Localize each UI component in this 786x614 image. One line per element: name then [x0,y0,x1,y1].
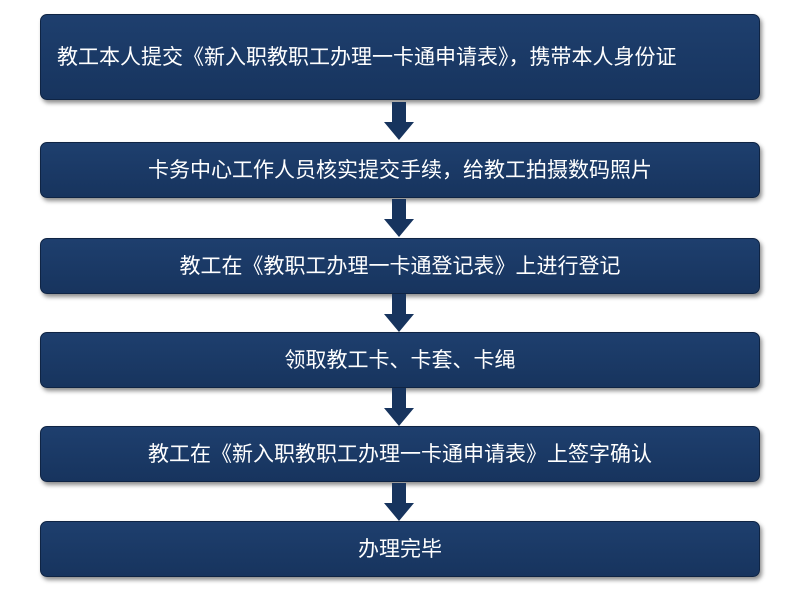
arrow-down-icon [384,199,414,237]
arrow-down-icon [384,483,414,521]
step-5-label: 教工在《新入职教职工办理一卡通申请表》上签字确认 [148,442,652,466]
step-6-label: 办理完毕 [358,537,442,561]
step-6-box: 办理完毕 [40,521,760,577]
arrow-down-icon [384,388,414,426]
step-2-label: 卡务中心工作人员核实提交手续，给教工拍摄数码照片 [148,158,652,182]
step-1-label: 教工本人提交《新入职教职工办理一卡通申请表》，携带本人身份证 [57,45,677,69]
step-3-label: 教工在《教职工办理一卡通登记表》上进行登记 [179,254,621,278]
step-4-box: 领取教工卡、卡套、卡绳 [40,332,760,388]
step-1-box: 教工本人提交《新入职教职工办理一卡通申请表》，携带本人身份证 [40,14,760,100]
step-3-box: 教工在《教职工办理一卡通登记表》上进行登记 [40,238,760,294]
arrow-down-icon [384,294,414,332]
step-2-box: 卡务中心工作人员核实提交手续，给教工拍摄数码照片 [40,142,760,198]
arrow-down-icon [384,102,414,140]
step-4-label: 领取教工卡、卡套、卡绳 [284,348,516,372]
step-5-box: 教工在《新入职教职工办理一卡通申请表》上签字确认 [40,426,760,482]
